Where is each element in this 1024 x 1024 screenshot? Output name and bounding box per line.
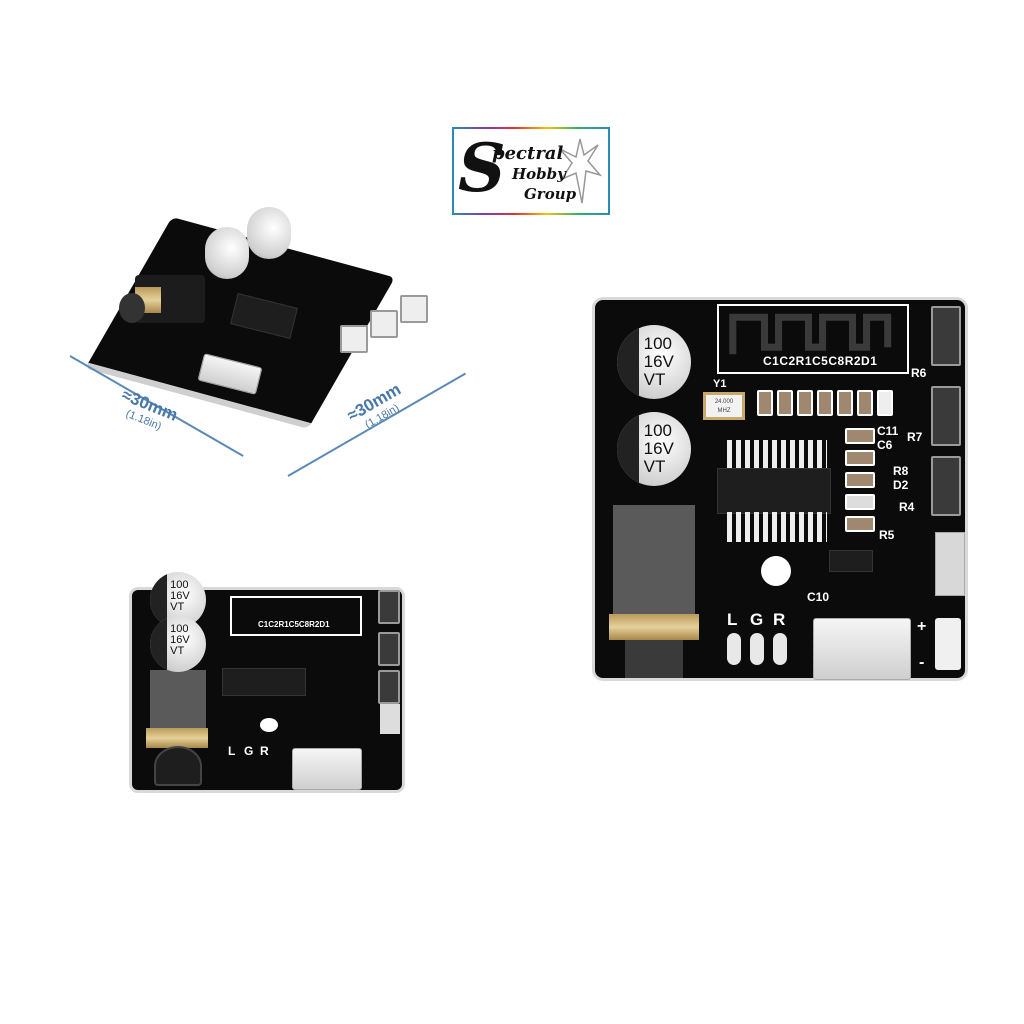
cap2-brand: VT (643, 457, 666, 477)
bluetooth-chip (717, 468, 831, 514)
regulator-chip (829, 550, 873, 572)
logo-line-1: pectral (492, 143, 564, 164)
small-cap2-brand: VT (170, 644, 185, 657)
smd-component (845, 428, 875, 444)
capacitor-iso-1 (205, 227, 249, 279)
audio-jack-opening-small (154, 746, 202, 786)
power-minus-label: - (919, 654, 925, 671)
smd-component (845, 516, 875, 532)
crystal-freq: 24.000 (714, 399, 734, 405)
smd-component (845, 472, 875, 488)
label-r5: R5 (879, 528, 895, 542)
micro-usb-port-small (292, 748, 362, 790)
small-cap1-voltage: 16V (170, 589, 190, 602)
pad-label-l: L (727, 610, 738, 629)
logo-initial: S (458, 129, 506, 207)
smd-component (757, 390, 773, 416)
cap1-voltage: 16V (643, 352, 674, 372)
small-pad-label-l: L (228, 744, 236, 758)
slide-switch-small (380, 704, 400, 734)
capacitor-iso-2 (247, 207, 291, 259)
smd-component (797, 390, 813, 416)
audio-jack-gold-small (146, 728, 208, 748)
pad-l (727, 633, 741, 665)
small-cap1-brand: VT (170, 600, 185, 613)
small-cap2-value: 100 (170, 622, 189, 635)
tact-button-1 (931, 306, 961, 366)
micro-usb-port (813, 618, 911, 680)
tact-button-iso-3 (400, 295, 428, 323)
antenna-labels: C1C2R1C5C8R2D1 (763, 354, 878, 368)
antenna-trace-small (230, 596, 362, 636)
pad-r (773, 633, 787, 665)
robot-figure-icon (559, 138, 602, 204)
tact-button-small-1 (378, 590, 400, 624)
mounting-hole (761, 556, 791, 586)
spectral-hobby-group-logo: S pectral Hobby Group (452, 127, 610, 215)
smd-component (857, 390, 873, 416)
crystal-designator: Y1 (713, 378, 727, 390)
chip-pins-top (727, 440, 827, 470)
pad-label-g: G (750, 610, 764, 629)
bluetooth-chip-small (222, 668, 306, 696)
label-r7: R7 (907, 430, 923, 444)
battery-pads (935, 618, 961, 670)
antenna-trace: C1C2R1C5C8R2D1 (717, 304, 909, 374)
small-pad-label-g: G (244, 744, 254, 758)
isometric-board-view (85, 205, 445, 429)
chip-pins-bottom (727, 512, 827, 542)
power-plus-label: + (917, 618, 927, 635)
tact-button-iso-1 (340, 325, 368, 353)
cap2-voltage: 16V (643, 439, 674, 459)
label-r8: R8 (893, 464, 909, 478)
logo-line-3: Group (524, 185, 577, 203)
audio-jack-small (150, 670, 206, 730)
tact-button-3 (931, 456, 961, 516)
tact-button-small-3 (378, 670, 400, 704)
smd-component (845, 494, 875, 510)
small-cap2-voltage: 16V (170, 633, 190, 646)
label-r6: R6 (911, 366, 927, 380)
smd-component (817, 390, 833, 416)
smd-component (877, 390, 893, 416)
label-d2: D2 (893, 478, 909, 492)
smd-component (845, 450, 875, 466)
label-c6: C6 (877, 438, 893, 452)
slide-switch (935, 532, 965, 596)
label-c11: C11 (877, 424, 899, 438)
audio-jack-opening (625, 640, 683, 678)
pad-label-r: R (773, 610, 786, 629)
label-r4: R4 (899, 500, 915, 514)
tact-button-small-2 (378, 632, 400, 666)
pad-g (750, 633, 764, 665)
audio-jack-gold (609, 614, 699, 640)
small-cap1-value: 100 (170, 578, 189, 591)
cap1-brand: VT (643, 370, 666, 390)
antenna-labels-small: C1C2R1C5C8R2D1 (258, 620, 330, 629)
crystal-unit: MHZ (717, 408, 731, 414)
audio-jack-hole-iso (119, 293, 145, 323)
smd-component (777, 390, 793, 416)
label-c10: C10 (807, 590, 830, 604)
tact-button-iso-2 (370, 310, 398, 338)
small-pad-label-r: R (260, 744, 269, 758)
mounting-hole-small (260, 718, 278, 732)
logo-line-2: Hobby (512, 165, 566, 183)
antenna-zigzag-icon (729, 313, 892, 355)
audio-jack (613, 505, 695, 615)
tact-button-2 (931, 386, 961, 446)
smd-component (837, 390, 853, 416)
cap2-value: 100 (643, 421, 672, 441)
cap1-value: 100 (643, 334, 672, 354)
